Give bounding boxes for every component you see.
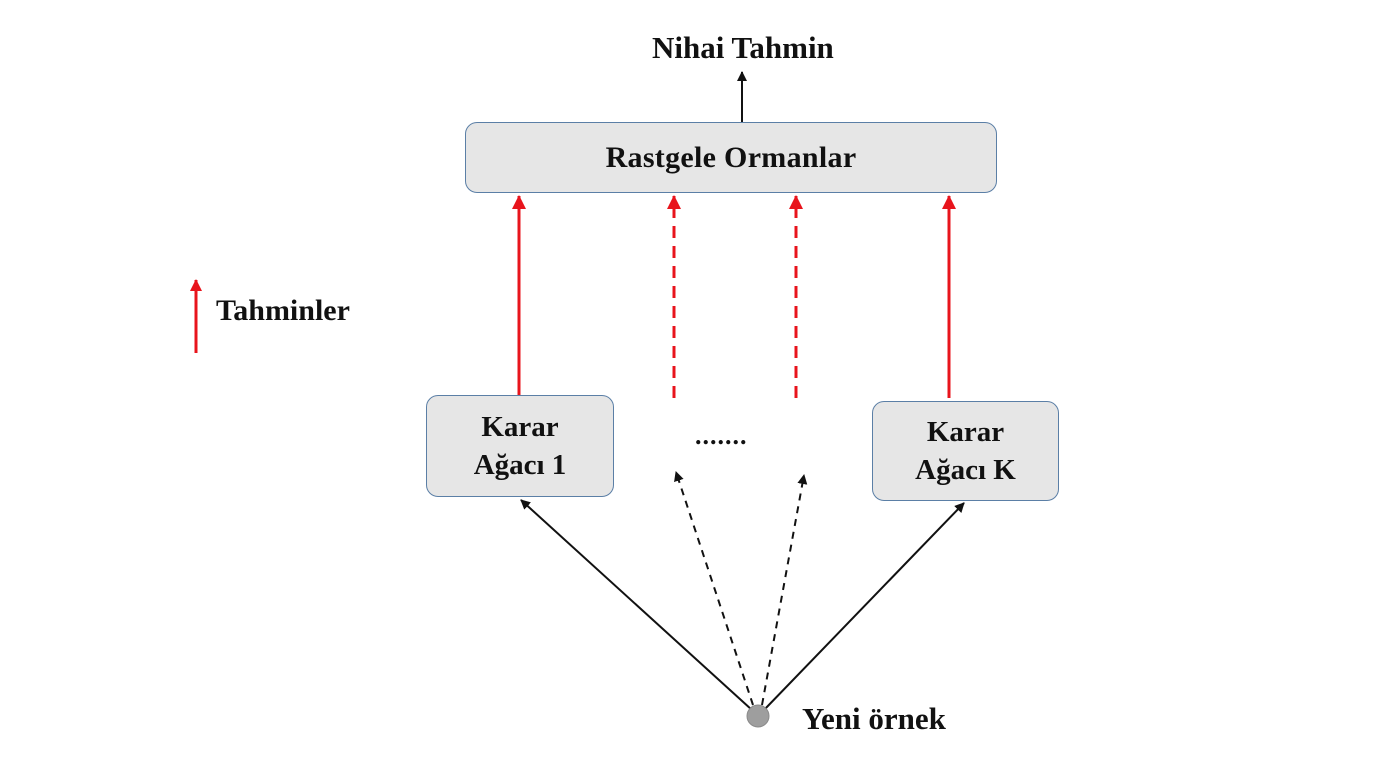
input-arrow-dashed-1 <box>674 471 754 706</box>
input-arrow-tree-k <box>763 502 965 711</box>
tree-k-label-line-2: Ağacı K <box>915 454 1016 486</box>
random-forests-label: Rastgele Ormanlar <box>605 140 857 174</box>
random-forests-box: Rastgele Ormanlar <box>465 122 997 193</box>
decision-tree-1-box: Karar Ağacı 1 <box>426 395 614 497</box>
final-prediction-label: Nihai Tahmin <box>652 30 834 65</box>
input-arrow-tree-1 <box>520 499 753 711</box>
input-arrow-dashed-2 <box>761 474 808 706</box>
new-sample-node <box>746 704 770 728</box>
new-sample-label: Yeni örnek <box>802 701 946 736</box>
decision-tree-k-box: Karar Ağacı K <box>872 401 1059 501</box>
more-trees-ellipsis: ....... <box>695 421 748 450</box>
tree-1-label-line-2: Ağacı 1 <box>473 449 567 481</box>
tree-1-label-line-1: Karar <box>481 411 559 443</box>
legend-predictions-label: Tahminler <box>216 294 350 327</box>
tree-k-label-line-1: Karar <box>926 416 1005 448</box>
